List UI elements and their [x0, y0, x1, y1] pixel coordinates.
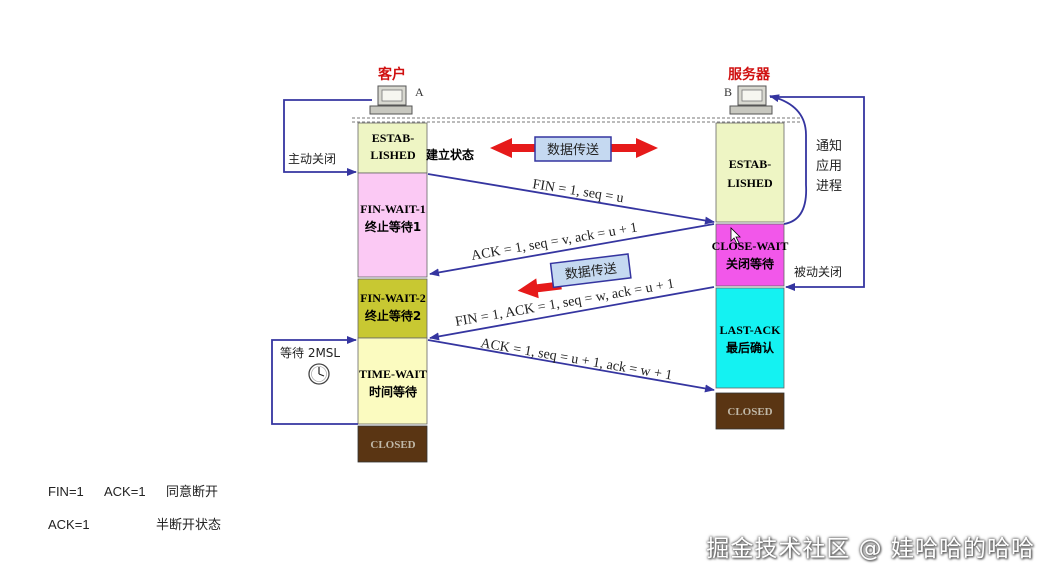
server-state-established-label: ESTAB-	[729, 157, 771, 171]
client-state-time-wait	[357, 337, 428, 425]
active-close-label: 主动关闭	[288, 152, 336, 166]
notify-app-arrow	[769, 94, 807, 225]
server-state-close-wait	[715, 223, 785, 287]
server-state-column: ESTAB- LISHED CLOSE-WAIT 关闭等待 LAST-ACK 最…	[712, 122, 789, 430]
client-state-closed	[357, 425, 428, 463]
message-arrow-fin	[427, 173, 715, 225]
client-computer-icon	[369, 85, 413, 115]
wait-2msl-arrow	[271, 336, 358, 425]
active-close-arrow	[283, 99, 372, 176]
message-arrow-fin-ack	[429, 286, 715, 341]
wait-2msl-label: 等待 2MSL	[280, 346, 340, 360]
client-state-established	[357, 122, 428, 174]
client-state-established-label: ESTAB-	[372, 131, 414, 145]
client-state-closed-label: CLOSED	[370, 439, 415, 451]
message-label-fin: FIN = 1, seq = u	[531, 177, 624, 206]
note-flag: ACK=1	[48, 517, 90, 532]
note-meaning: 半断开状态	[156, 517, 222, 532]
note-meaning: 同意断开	[166, 484, 219, 499]
message-arrow-ack	[429, 223, 715, 277]
server-state-established-label: LISHED	[727, 176, 773, 190]
data-transfer-arrow-2: 数据传送	[517, 253, 632, 299]
client-state-fin-wait-1-label: 终止等待1	[365, 219, 421, 234]
server-state-established	[715, 122, 785, 223]
data-transfer-label-2: 数据传送	[564, 262, 617, 283]
server-state-last-ack-label: LAST-ACK	[720, 323, 782, 337]
note-line-ack: ACK=1 半断开状态	[48, 514, 221, 533]
server-state-closed-label: CLOSED	[727, 406, 772, 418]
client-state-fin-wait-2	[357, 278, 428, 339]
client-title: 客户	[377, 66, 406, 83]
data-transfer-arrow-1: 数据传送	[490, 136, 658, 162]
notify-app-label: 应用	[816, 158, 842, 174]
client-state-fin-wait-2-label: 终止等待2	[365, 308, 421, 323]
client-established-suffix: 建立状态	[425, 147, 474, 162]
client-state-column: ESTAB- LISHED FIN-WAIT-1 终止等待1 FIN-WAIT-…	[357, 122, 428, 463]
client-state-time-wait-label: TIME-WAIT	[359, 367, 427, 381]
server-state-last-ack	[715, 287, 785, 389]
client-state-fin-wait-2-label: FIN-WAIT-2	[360, 291, 426, 305]
watermark: 掘金技术社区 @ 娃哈哈的哈哈	[706, 536, 1035, 562]
server-state-closed	[715, 392, 785, 430]
server-computer-icon	[729, 85, 773, 115]
server-state-last-ack-label: 最后确认	[726, 340, 775, 355]
message-label-final-ack: ACK = 1, seq = u + 1, ack = w + 1	[479, 336, 673, 384]
server-letter: B	[724, 85, 732, 99]
client-state-fin-wait-1	[357, 172, 428, 278]
client-state-fin-wait-1-label: FIN-WAIT-1	[360, 202, 426, 216]
passive-close-label: 被动关闭	[794, 265, 842, 279]
server-state-close-wait-label: 关闭等待	[726, 256, 774, 271]
message-arrow-final-ack	[427, 339, 715, 393]
client-state-established-label: LISHED	[370, 148, 416, 162]
clock-icon	[308, 363, 330, 385]
data-transfer-label-1: 数据传送	[547, 143, 599, 158]
notify-app-label: 通知	[816, 138, 842, 154]
server-state-close-wait-label: CLOSE-WAIT	[712, 239, 789, 253]
client-letter: A	[415, 85, 424, 99]
note-flag: FIN=1	[48, 484, 84, 499]
note-flag: ACK=1	[104, 484, 146, 499]
mouse-cursor-icon	[730, 227, 741, 245]
note-line-fin-ack: FIN=1 ACK=1 同意断开	[48, 481, 218, 500]
notify-app-label: 进程	[816, 179, 842, 194]
server-title: 服务器	[728, 66, 771, 83]
client-state-time-wait-label: 时间等待	[369, 384, 417, 399]
passive-close-arrow	[770, 96, 865, 291]
